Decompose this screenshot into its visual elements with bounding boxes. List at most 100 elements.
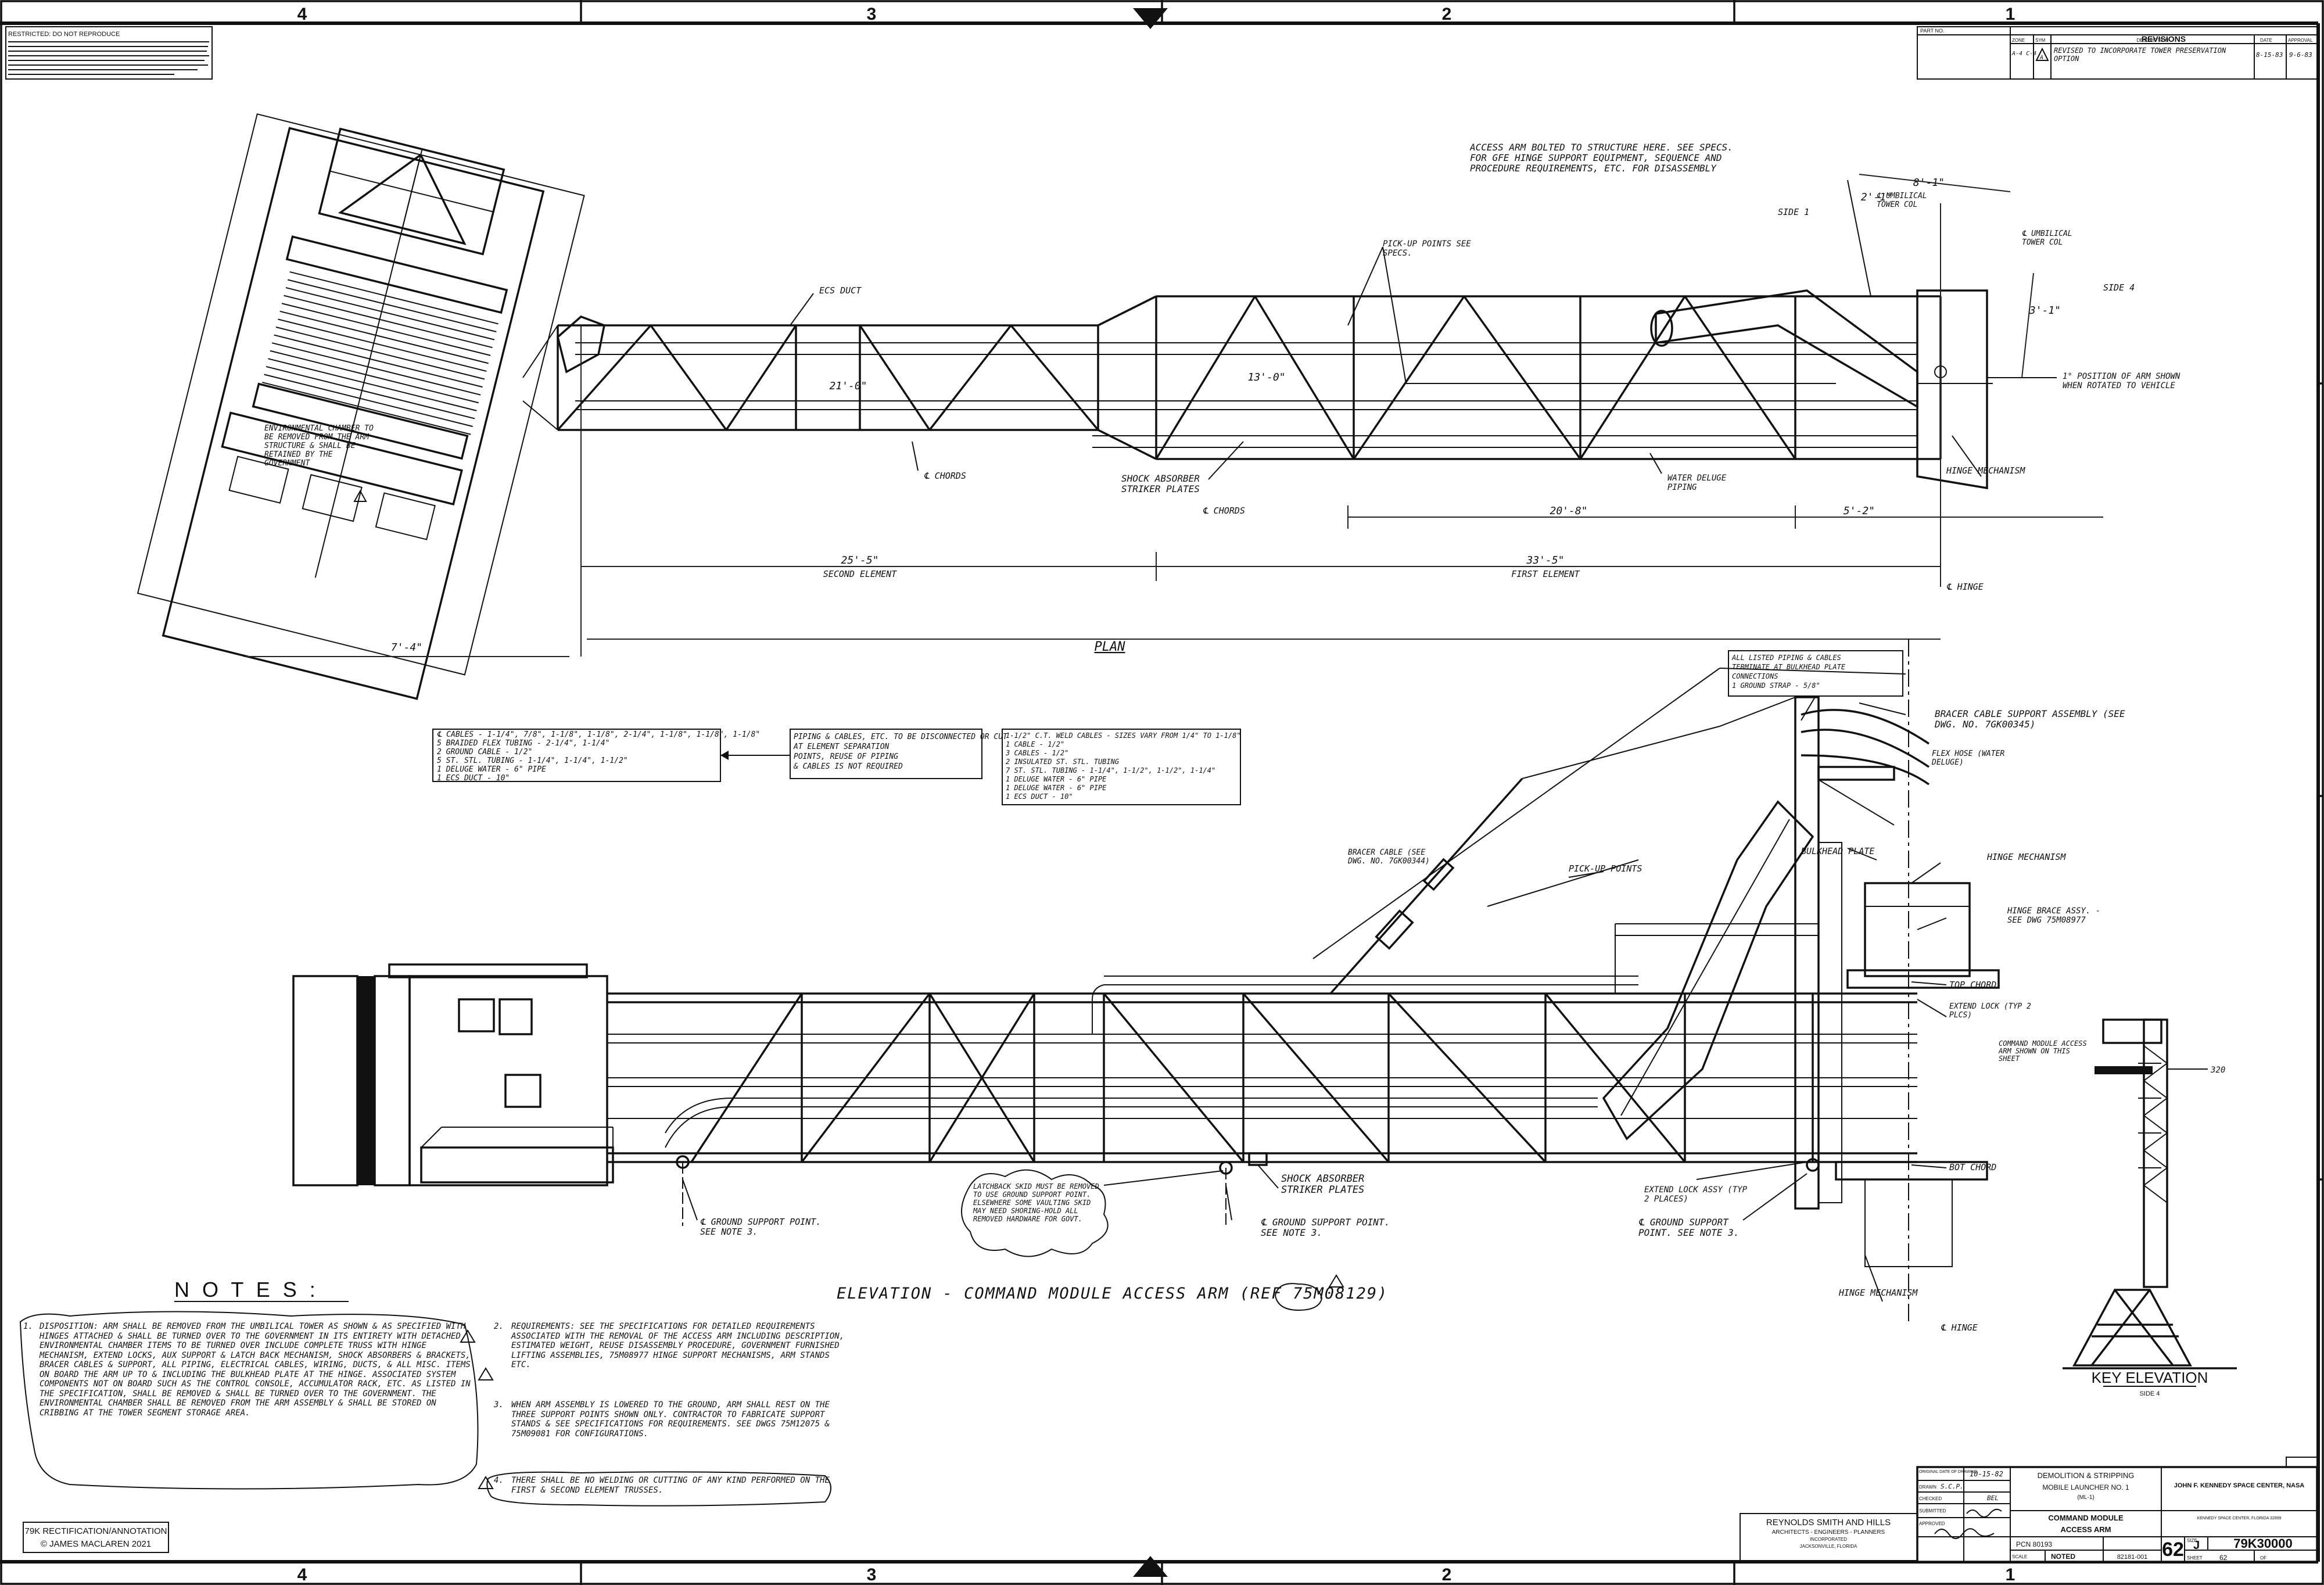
- caption-line-2: © JAMES MACLAREN 2021: [41, 1539, 151, 1549]
- svg-text:℄ CABLES - 1-1/4", 7/8", 1-1/8: ℄ CABLES - 1-1/4", 7/8", 1-1/8", 1-1/8",…: [437, 730, 765, 783]
- environmental-chamber-elevation: [292, 963, 614, 1186]
- original-date: 10-15-82: [1970, 1470, 2003, 1478]
- zone-top-2: 2: [1442, 5, 1452, 24]
- note-4-text: THERE SHALL BE NO WELDING OR CUTTING OF …: [511, 1476, 830, 1495]
- firm-block: REYNOLDS SMITH AND HILLS ARCHITECTS - EN…: [1740, 1513, 1918, 1562]
- plan-piping: [575, 342, 1917, 448]
- latchback-note: [961, 1169, 1224, 1257]
- drawn-value: S.C.P.: [1941, 1483, 1964, 1490]
- dim-21-0: 21'-0": [829, 380, 867, 392]
- elevation-bracer-outline: [1312, 668, 1906, 959]
- plan-nose: [522, 315, 606, 431]
- key-elevation-side: SIDE 4: [2140, 1390, 2160, 1397]
- notes-section: N O T E S :: [19, 1278, 831, 1507]
- firm-tagline: ARCHITECTS - ENGINEERS - PLANNERS: [1772, 1529, 1885, 1536]
- revision-description: REVISED TO INCORPORATE TOWER PRESERVATIO…: [2054, 46, 2226, 63]
- label-env-chamber: ENVIRONMENTAL CHAMBER TO BE REMOVED FROM…: [264, 424, 374, 468]
- bulkhead-line-1: ALL LISTED PIPING & CABLES: [1731, 654, 1841, 662]
- label-bot-chord: BOT CHORD: [1949, 1162, 1996, 1172]
- cables-left-line-3: 2 GROUND CABLE - 1/2": [437, 748, 532, 756]
- elevation-leaders: [682, 702, 1947, 1302]
- caption-line-1: 79K RECTIFICATION/ANNOTATION: [24, 1526, 167, 1536]
- note-box-cables-left: ℄ CABLES - 1-1/4", 7/8", 1-1/8", 1-1/8",…: [432, 729, 790, 783]
- approved-label: APPROVED: [1919, 1521, 1945, 1526]
- bulkhead-line-3: CONNECTIONS: [1732, 672, 1778, 680]
- dim-7-4: 7'-4": [391, 641, 422, 654]
- elevation-piping: [607, 923, 1917, 1148]
- elevation-view: LATCHBACK SKID MUST BE REMOVED TO USE GR…: [292, 639, 2125, 1333]
- cables-left-line-1: ℄ CABLES - 1-1/4", 7/8", 1-1/8", 1-1/8",…: [437, 730, 760, 739]
- checked-label: CHECKED: [1919, 1496, 1942, 1501]
- label-ground-support-3: ℄ GROUND SUPPORT POINT. SEE NOTE 3.: [1638, 1217, 1740, 1238]
- label-hinge-mechanism-2: HINGE MECHANISM: [1838, 1288, 1918, 1298]
- elevation-truss: [607, 992, 1917, 1163]
- cables-left-line-6: 1 ECS DUCT - 10": [437, 774, 510, 783]
- dim-2-1: 2'-1": [1861, 191, 1892, 203]
- label-hinge-elevation: ℄ HINGE: [1941, 1322, 1978, 1333]
- revisions-col-description: DESCRIPTION: [2137, 38, 2169, 43]
- size-value: J: [2193, 1539, 2200, 1552]
- sheet-number: 62: [2162, 1539, 2184, 1561]
- label-bracer-cable-support: BRACER CABLE SUPPORT ASSEMBLY (SEE DWG. …: [1935, 709, 2125, 730]
- note-3-text: WHEN ARM ASSEMBLY IS LOWERED TO THE GROU…: [511, 1400, 830, 1439]
- piping-line-1: PIPING & CABLES, ETC. TO BE DISCONNECTED…: [794, 733, 1008, 741]
- zone-bottom-4: 4: [297, 1565, 307, 1584]
- note-1-number: 1.: [23, 1322, 33, 1331]
- dim-5-2: 5'-2": [1844, 505, 1875, 517]
- label-extend-lock-assy: EXTEND LOCK ASSY (TYP 2 PLACES): [1644, 1185, 1748, 1204]
- bulkhead-line-4: 1 GROUND STRAP - 5/8": [1732, 682, 1820, 690]
- label-access-arm-note: ACCESS ARM BOLTED TO STRUCTURE HERE. SEE…: [1470, 142, 1733, 174]
- revisions-col-approval: APPROVAL: [2288, 38, 2313, 43]
- label-ground-support-1: ℄ GROUND SUPPORT POINT. SEE NOTE 3.: [700, 1217, 822, 1237]
- key-elevation-title: KEY ELEVATION: [2092, 1369, 2208, 1386]
- label-command-module-note: COMMAND MODULE ACCESS ARM SHOWN ON THIS …: [1999, 1040, 2087, 1063]
- firm-incorporated: INCORPORATED: [1810, 1537, 1847, 1542]
- dim-second-element-label: SECOND ELEMENT: [823, 569, 897, 579]
- size-label: SIZE: [2187, 1538, 2197, 1543]
- rev-a-triangle-icon: [353, 489, 367, 502]
- firm-name: REYNOLDS SMITH AND HILLS: [1766, 1518, 1891, 1527]
- scale-label: SCALE: [2012, 1554, 2027, 1559]
- dim-first-element-label: FIRST ELEMENT: [1511, 569, 1580, 579]
- zone-bottom-1: 1: [2006, 1565, 2015, 1584]
- dim-8-1: 8'-1": [1913, 177, 1945, 189]
- dim-20-8: 20'-8": [1550, 505, 1587, 517]
- centering-arrow-top-icon: [1133, 8, 1168, 29]
- label-bulkhead-plate: BULKHEAD PLATE: [1801, 846, 1874, 856]
- approved-signature: [1934, 1528, 1995, 1539]
- submitted-signature: [1966, 1508, 2002, 1518]
- zone-bottom-2: 2: [1442, 1565, 1452, 1584]
- key-elevation: 320 KEY ELEVATION SIDE 4: [2063, 1019, 2237, 1397]
- label-hinge-plan: ℄ HINGE: [1946, 582, 1984, 592]
- agency-sub: KENNEDY SPACE CENTER, FLORIDA 32899: [2197, 1516, 2282, 1521]
- svg-text:1-1/2" C.T. WELD CABLES - SIZE: 1-1/2" C.T. WELD CABLES - SIZES VARY FRO…: [1005, 731, 1245, 801]
- label-extend-lock: EXTEND LOCK (TYP 2 PLCS): [1949, 1002, 2031, 1020]
- note-3-number: 3.: [494, 1400, 504, 1410]
- svg-text:PIPING & CABLES, ETC. TO BE DI: PIPING & CABLES, ETC. TO BE DISCONNECTED…: [793, 733, 1012, 771]
- cables-right-line-8: 1 ECS DUCT - 10": [1006, 792, 1073, 801]
- label-shock-absorber-elevation: SHOCK ABSORBER STRIKER PLATES: [1281, 1174, 1365, 1196]
- drawing-number: 79K30000: [2233, 1536, 2293, 1551]
- plan-leaders: [790, 180, 2057, 480]
- of-label: OF: [2260, 1555, 2266, 1561]
- cables-left-line-2: 5 BRAIDED FLEX TUBING - 2-1/4", 1-1/4": [437, 739, 609, 748]
- note-4-number: 4.: [494, 1476, 504, 1485]
- cables-right-line-6: 1 DELUGE WATER - 6" PIPE: [1006, 775, 1107, 783]
- label-pickup-points-elevation: PICK-UP POINTS: [1569, 863, 1642, 874]
- note-2-number: 2.: [494, 1322, 504, 1331]
- dim-first-element: 33'-5": [1526, 554, 1564, 566]
- cables-right-line-1: 1-1/2" C.T. WELD CABLES - SIZES VARY FRO…: [1006, 731, 1241, 740]
- piping-line-4: & CABLES IS NOT REQUIRED: [793, 762, 903, 771]
- zone-top-4: 4: [297, 5, 307, 24]
- label-ecs-duct: ECS DUCT: [819, 285, 862, 296]
- centering-arrow-bottom-icon: [1133, 1556, 1168, 1577]
- plan-ecs-duct: [1650, 289, 1918, 409]
- plan-title: PLAN: [1095, 640, 1126, 654]
- key-elevation-level: 320: [2210, 1066, 2225, 1075]
- note-box-piping: PIPING & CABLES, ETC. TO BE DISCONNECTED…: [790, 729, 1012, 779]
- revisions-title: REVISIONS: [2142, 34, 2186, 44]
- label-water-deluge: WATER DELUGE PIPING: [1667, 474, 1727, 492]
- key-elevation-arm: [2095, 1066, 2153, 1074]
- elevation-ecs-duct: [1602, 800, 1814, 1141]
